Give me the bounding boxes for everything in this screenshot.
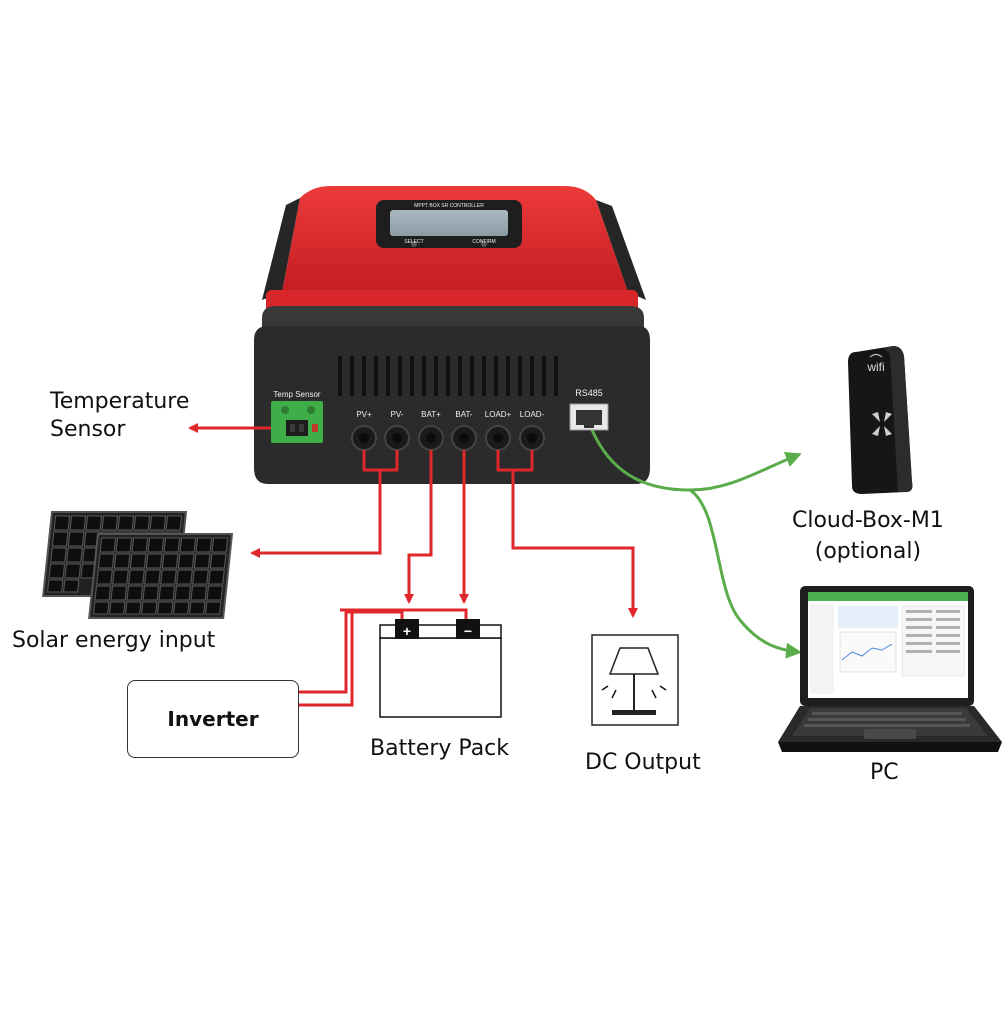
cloud-box-label: Cloud-Box-M1 (optional) [792, 505, 944, 567]
link-to-pc [690, 490, 798, 652]
inverter-wire-neg-join [352, 610, 466, 618]
temperature-sensor-label: Temperature Sensor [50, 388, 189, 444]
cloud-box-label-line1: Cloud-Box-M1 [792, 505, 944, 536]
solar-panels [43, 512, 232, 618]
laptop-touchpad [864, 729, 916, 739]
battery-positive-sign: + [403, 623, 411, 639]
load-wire [513, 470, 633, 616]
lcd-screen [390, 210, 508, 236]
inverter-label: Inverter [167, 707, 258, 731]
dc-output-label: DC Output [585, 750, 701, 775]
panel-title: MPPT BOX SR CONTROLLER [414, 203, 484, 209]
select-label: SELECT [404, 239, 423, 245]
rs485-label: RS485 [575, 388, 603, 398]
laptop-pc [778, 586, 1002, 752]
cloud-box-label-line2: (optional) [792, 536, 944, 567]
solar-panel-front [89, 534, 232, 618]
temp-sensor-terminal[interactable] [271, 401, 323, 443]
pc-label: PC [870, 760, 899, 785]
battery-icon: + − [380, 619, 501, 717]
terminal-label-bat-plus: BAT+ [421, 410, 441, 419]
terminal-label-load-minus: LOAD- [520, 410, 545, 419]
confirm-label: CONFIRM [472, 239, 495, 245]
solar-charge-controller: MPPT BOX SR CONTROLLER SELECT CONFIRM Te… [254, 186, 650, 484]
cloud-box-device: wifi [848, 346, 912, 494]
temp-sensor-port-label: Temp Sensor [273, 390, 320, 399]
terminal-label-bat-minus: BAT- [455, 410, 473, 419]
temperature-sensor-label-line1: Temperature [50, 388, 189, 416]
battery-pack-label: Battery Pack [370, 736, 509, 761]
solar-input-label: Solar energy input [12, 628, 215, 653]
dc-output-lamp-icon [592, 635, 678, 725]
temperature-sensor-label-line2: Sensor [50, 416, 189, 444]
wifi-logo-text: wifi [866, 360, 884, 374]
rs485-port[interactable] [570, 404, 608, 430]
terminal-label-pv-minus: PV- [391, 410, 404, 419]
terminal-label-pv-plus: PV+ [356, 410, 372, 419]
inverter-box: Inverter [127, 680, 299, 758]
terminal-label-load-plus: LOAD+ [485, 410, 512, 419]
battery-negative-sign: − [464, 623, 472, 639]
